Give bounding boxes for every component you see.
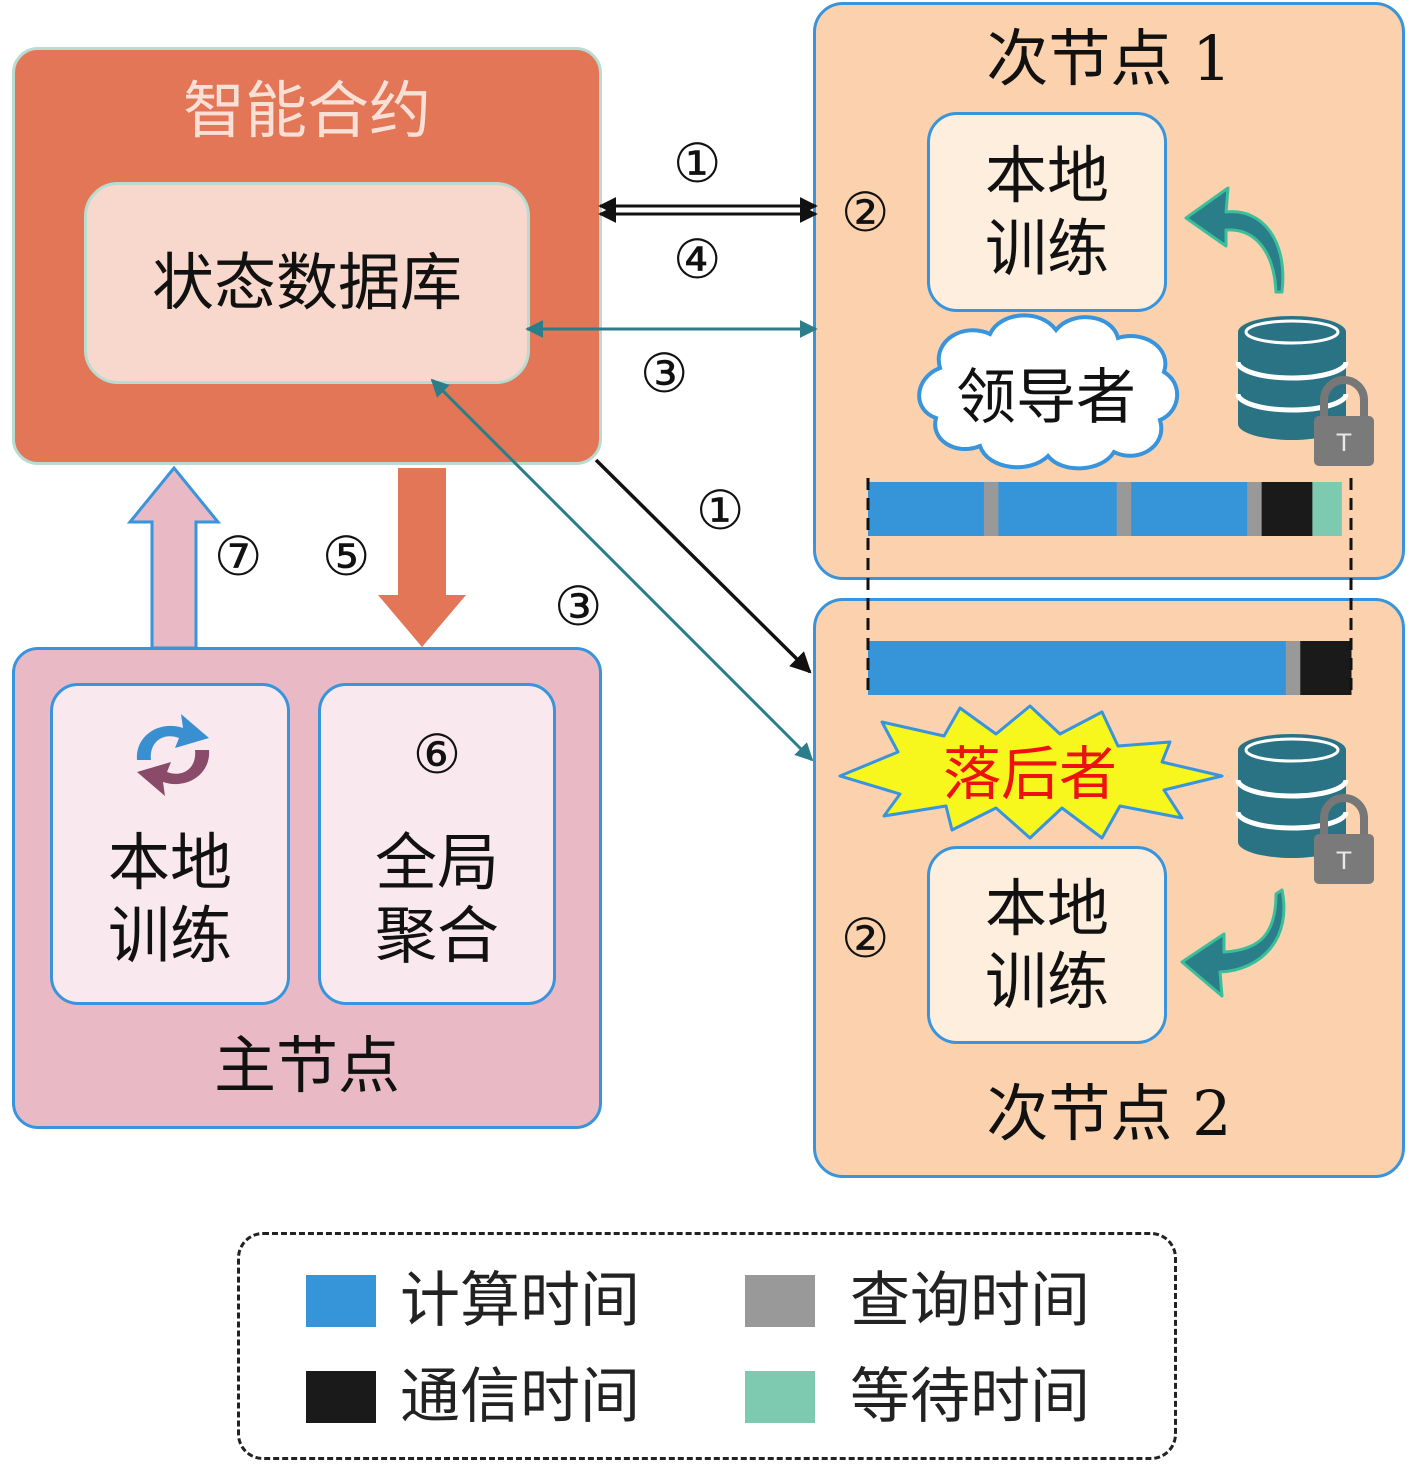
legend-wait-label: 等待时间 <box>850 1362 1090 1432</box>
step-4-marker-node1: ④ <box>673 228 722 291</box>
refresh-icon <box>136 714 210 796</box>
secondary-node-1-title: 次节点 1 <box>986 22 1232 95</box>
node2-local-training-label: 本地 训练 <box>984 872 1109 1019</box>
timeline-segment-query <box>1247 482 1263 536</box>
step-7-upload-arrow <box>126 465 222 650</box>
node1-timeline-bar <box>868 482 1342 536</box>
legend-comm-label: 通信时间 <box>400 1362 640 1432</box>
database-lock-icon <box>1238 734 1374 884</box>
main-local-training-box <box>50 683 290 1005</box>
legend-compute-swatch <box>306 1275 376 1327</box>
state-database-label: 状态数据库 <box>151 246 462 319</box>
legend-query-label: 查询时间 <box>850 1266 1090 1336</box>
secondary-node-2-title: 次节点 2 <box>986 1077 1232 1150</box>
main-node-title: 主节点 <box>213 1029 400 1102</box>
timeline-segment-wait <box>1312 482 1342 536</box>
curved-arrow-icon <box>1184 186 1285 294</box>
node1-local-training-box <box>927 112 1167 312</box>
timeline-segment-compute <box>868 482 985 536</box>
legend-wait-swatch <box>745 1371 815 1423</box>
global-aggregation-label: 全局 聚合 <box>374 826 499 973</box>
legend-comm-swatch <box>306 1371 376 1423</box>
node1-local-training-label: 本地 训练 <box>984 139 1109 286</box>
state-database-box: 状态数据库 <box>84 182 530 384</box>
timeline-segment-query <box>1116 482 1132 536</box>
legend-box: 计算时间 查询时间 通信时间 等待时间 <box>237 1232 1177 1460</box>
step-1-marker-node1: ① <box>673 132 722 195</box>
main-local-training-label: 本地 训练 <box>107 826 232 973</box>
curved-arrow-icon <box>1180 888 1286 998</box>
straggler-label: 落后者 <box>943 740 1117 808</box>
step-3-marker-node2: ③ <box>554 575 603 638</box>
node2-local-training-box <box>927 846 1167 1044</box>
step-3-marker-node1: ③ <box>640 342 689 405</box>
step-5-broadcast-arrow <box>378 468 466 647</box>
timeline-segment-query <box>983 482 999 536</box>
smart-contract-title: 智能合约 <box>182 74 431 147</box>
legend-query-swatch <box>745 1275 815 1327</box>
timeline-segment-query <box>1285 641 1301 695</box>
node2-step-2-marker: ② <box>841 907 890 970</box>
leader-label: 领导者 <box>956 363 1136 433</box>
timeline-segment-comm <box>1261 482 1313 536</box>
node1-step-2-marker: ② <box>841 181 890 244</box>
step-3-arrow-node2 <box>430 378 814 762</box>
database-lock-icon <box>1238 316 1374 466</box>
step-1-marker-node2: ① <box>696 479 745 542</box>
timeline-segment-comm <box>1300 641 1352 695</box>
step-5-marker: ⑤ <box>322 525 371 588</box>
timeline-segment-compute <box>998 482 1118 536</box>
node2-timeline-bar <box>868 641 1352 695</box>
cloud-icon <box>917 313 1180 471</box>
explosion-icon <box>838 704 1224 840</box>
timeline-segment-compute <box>868 641 1287 695</box>
legend-compute-label: 计算时间 <box>400 1266 640 1336</box>
timeline-segment-compute <box>1131 482 1248 536</box>
step-7-marker: ⑦ <box>214 525 263 588</box>
